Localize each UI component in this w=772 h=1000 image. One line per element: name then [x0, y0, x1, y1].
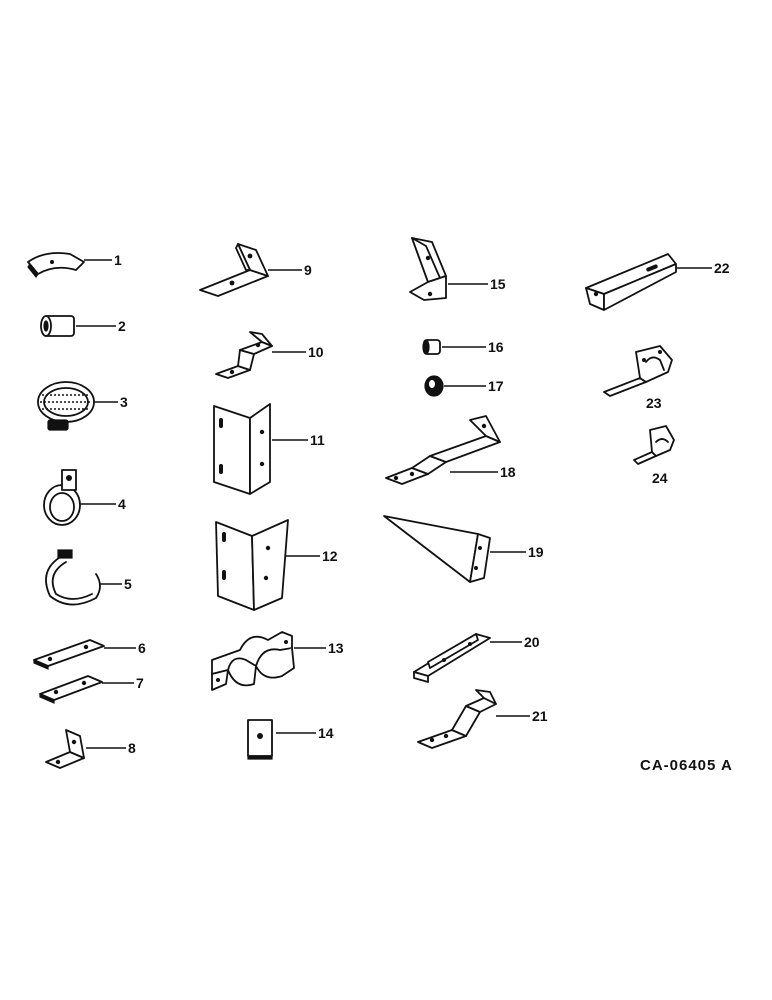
- part-17-grommet: 17: [424, 375, 504, 397]
- part-24-small-clip: 24: [633, 425, 675, 486]
- part-6-flat-plate: 6: [33, 639, 146, 670]
- callout-2: 2: [118, 318, 126, 334]
- part-7-flat-plate: 7: [39, 675, 144, 704]
- part-20-channel: 20: [413, 633, 540, 683]
- part-2-spacer: 2: [40, 315, 126, 337]
- callout-8: 8: [128, 740, 136, 756]
- part-12-wide-angle: 12: [215, 519, 338, 611]
- callout-3: 3: [120, 394, 128, 410]
- part-8-small-angle: 8: [45, 729, 136, 769]
- part-14-square-plate: 14: [247, 719, 334, 760]
- drawing-id: CA-06405 A: [640, 757, 733, 774]
- callout-22: 22: [714, 260, 730, 276]
- part-13-double-clamp: 13: [211, 631, 344, 691]
- callout-1: 1: [114, 252, 122, 268]
- callout-5: 5: [124, 576, 132, 592]
- callout-21: 21: [532, 708, 548, 724]
- callout-4: 4: [118, 496, 126, 512]
- callout-15: 15: [490, 276, 506, 292]
- callout-14: 14: [318, 725, 334, 741]
- callout-13: 13: [328, 640, 344, 656]
- callout-9: 9: [304, 262, 312, 278]
- part-10-offset-bracket: 10: [215, 331, 324, 379]
- part-22-angle-bar: 22: [585, 253, 730, 311]
- part-19-gusset: 19: [383, 515, 544, 583]
- part-23-cable-clip: 23: [603, 345, 673, 411]
- callout-18: 18: [500, 464, 516, 480]
- callout-17: 17: [488, 378, 504, 394]
- callout-24: 24: [652, 470, 668, 486]
- part-21-z-bracket: 21: [417, 689, 548, 749]
- callout-11: 11: [310, 432, 325, 448]
- callout-19: 19: [528, 544, 544, 560]
- part-9-angle-bracket: 9: [199, 243, 312, 297]
- part-1-clip: 1: [27, 252, 122, 279]
- callout-16: 16: [488, 339, 504, 355]
- callout-12: 12: [322, 548, 338, 564]
- callout-23: 23: [646, 395, 662, 411]
- part-5-strap-clamp: 5: [45, 549, 132, 606]
- part-11-tall-angle: 11: [213, 403, 325, 495]
- callout-6: 6: [138, 640, 146, 656]
- part-4-p-clamp: 4: [43, 469, 126, 526]
- callout-7: 7: [136, 675, 144, 691]
- callout-20: 20: [524, 634, 540, 650]
- part-15-bent-bracket: 15: [409, 237, 506, 301]
- callout-10: 10: [308, 344, 324, 360]
- part-3-hose-clamp: 3: [37, 381, 128, 431]
- part-18-long-bracket: 18: [385, 415, 516, 485]
- part-16-bushing: 16: [422, 339, 504, 355]
